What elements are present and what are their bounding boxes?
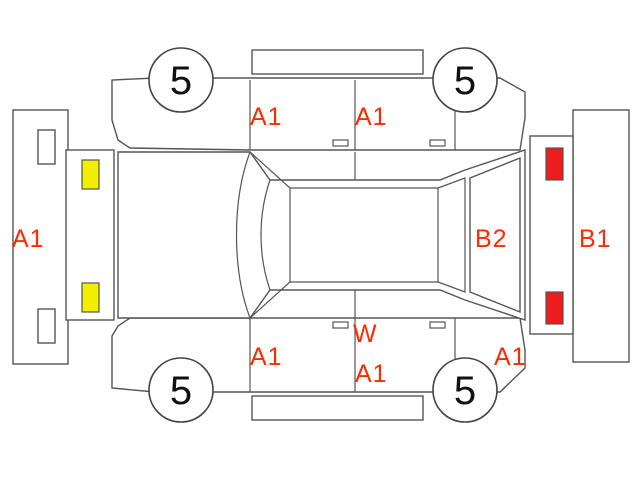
damage-code-rear-fender-bottom: A1 <box>494 343 527 371</box>
rear-panel <box>529 135 574 335</box>
damage-code-rear-door-bottom: A1 <box>355 360 388 388</box>
car-top-view <box>117 149 526 321</box>
front-bumper <box>12 109 69 365</box>
front-light-bottom <box>81 282 100 313</box>
roof-rail-bottom <box>251 395 424 421</box>
wheel-bottom-left: 5 <box>148 357 214 423</box>
damage-code-rear-bumper: B1 <box>579 225 612 253</box>
roof-rail-top <box>251 49 424 75</box>
wheel-count-top-left: 5 <box>170 59 192 103</box>
rear-light-top <box>545 147 564 181</box>
wheel-count-top-right: 5 <box>454 59 476 103</box>
damage-code-front-door-top: A1 <box>250 103 283 131</box>
damage-code-front-bumper: A1 <box>12 225 45 253</box>
wheel-top-left: 5 <box>148 47 214 113</box>
damage-code-rear-window: B2 <box>475 225 508 253</box>
rear-light-bottom <box>545 291 564 325</box>
wheel-count-bottom-right: 5 <box>454 369 476 413</box>
damage-code-front-door-bottom: A1 <box>250 343 283 371</box>
wheel-top-right: 5 <box>432 47 498 113</box>
wheel-count-bottom-left: 5 <box>170 369 192 413</box>
damage-code-rear-door-bottom-w: W <box>353 320 378 348</box>
damage-code-rear-door-top: A1 <box>355 103 388 131</box>
front-light-top <box>81 159 100 190</box>
wheel-bottom-right: 5 <box>432 357 498 423</box>
front-panel <box>65 149 115 321</box>
